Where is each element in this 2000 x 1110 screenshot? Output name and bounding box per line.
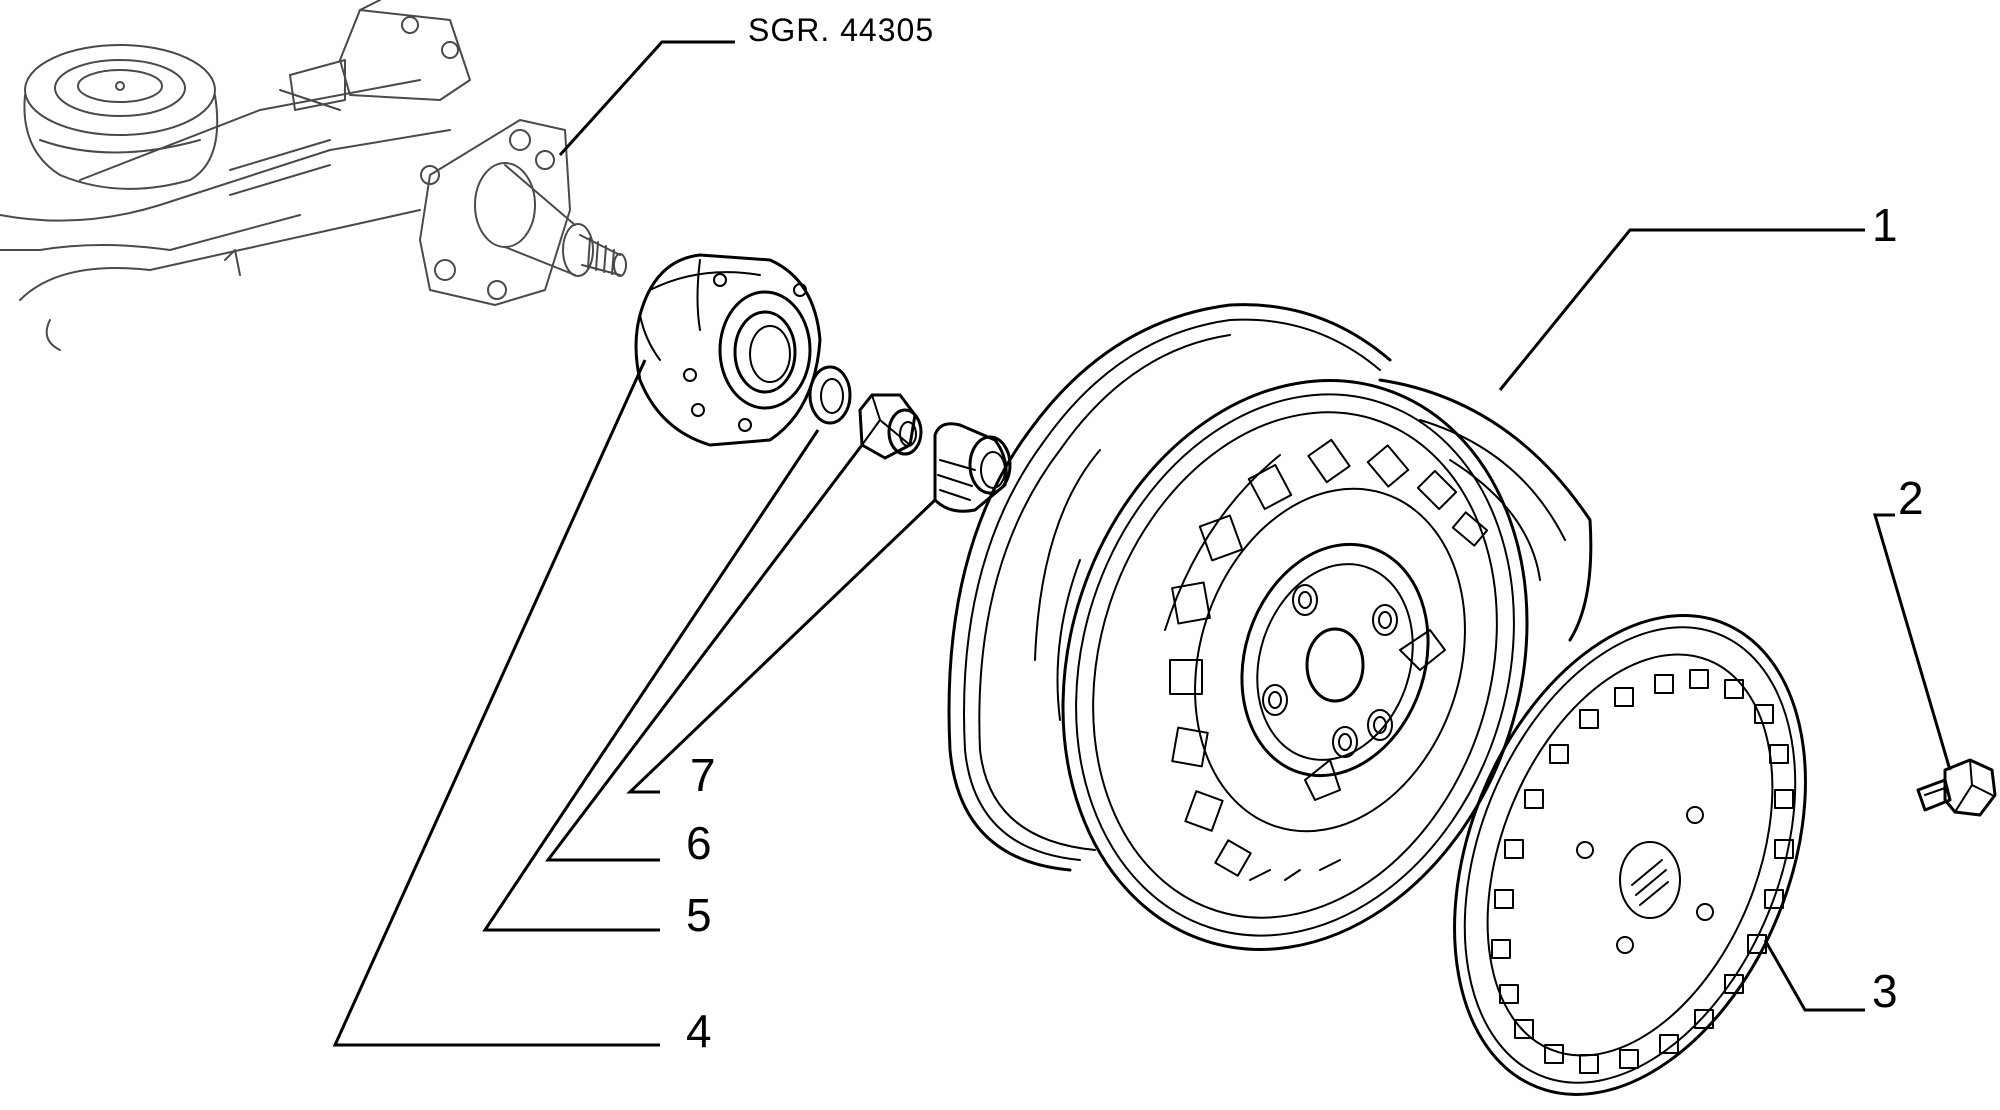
callout-1: 1 [1872,199,1898,251]
rear-axle-assembly [0,0,627,351]
leader-4 [332,359,660,1047]
hub-nut [858,393,923,460]
callout-3: 3 [1872,965,1898,1017]
leader-3 [1763,939,1865,1012]
leader-1 [1498,228,1865,391]
leader-sgr [558,40,735,157]
leader-lines [332,40,1952,1047]
leader-7 [626,498,937,794]
wheel-hub [634,253,822,447]
callout-2: 2 [1898,472,1924,524]
leader-6 [544,444,864,862]
washer [808,365,852,425]
leader-5 [482,429,820,932]
wheel-cover [1453,614,1807,1096]
leader-2 [1872,513,1952,771]
callout-4: 4 [686,1005,712,1057]
callout-6: 6 [686,817,712,869]
dust-cap [933,422,1012,513]
callout-7: 7 [690,749,716,801]
wheel-rim [947,303,1593,951]
wheel-bolt [1916,758,1997,817]
reference-code: SGR. 44305 [748,12,935,48]
callout-5: 5 [686,889,712,941]
